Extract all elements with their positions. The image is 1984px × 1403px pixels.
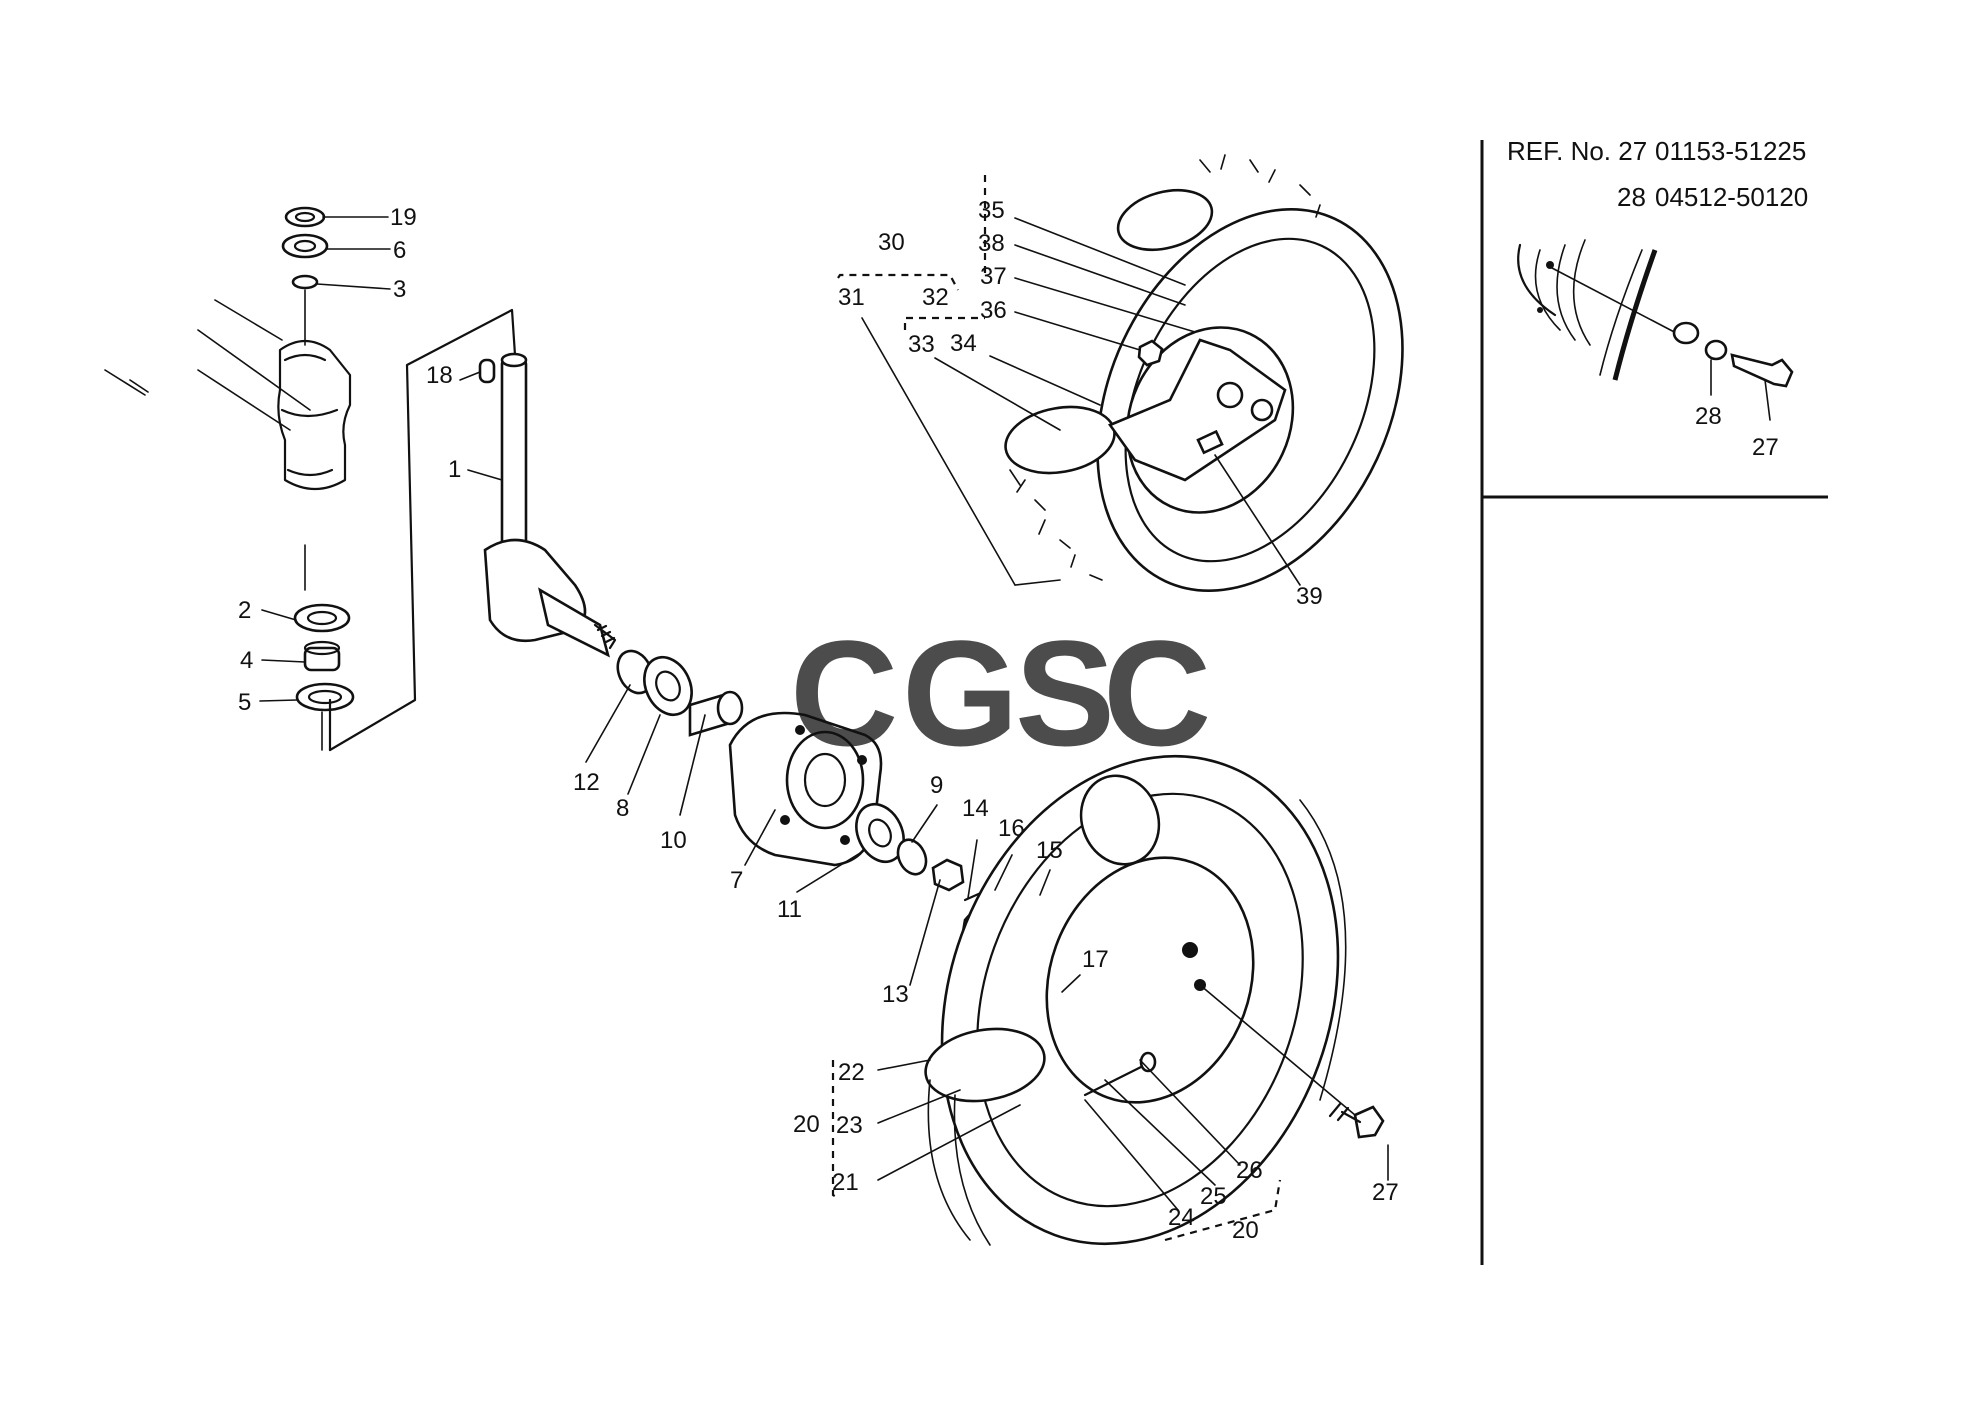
callout-12: 12 bbox=[573, 769, 600, 796]
part-36-bolt bbox=[1137, 339, 1164, 367]
part-5-seal bbox=[295, 682, 355, 712]
callout-21: 21 bbox=[832, 1169, 859, 1196]
callout-20-left: 20 bbox=[793, 1111, 820, 1138]
callout-11: 11 bbox=[777, 896, 802, 923]
callout-30: 30 bbox=[878, 229, 905, 256]
ref-inset-drawing bbox=[1517, 239, 1794, 421]
callout-14: 14 bbox=[962, 795, 989, 822]
part-24-valve bbox=[1083, 1063, 1147, 1097]
callout-22: 22 bbox=[838, 1059, 865, 1086]
watermark-letter-2: G bbox=[902, 609, 1019, 777]
callout-16: 16 bbox=[998, 815, 1025, 842]
callout-2: 2 bbox=[238, 597, 251, 624]
ref-line1-prefix: REF. No. 27 bbox=[1507, 136, 1647, 166]
callout-labels: 19 6 3 18 1 2 4 5 12 8 10 7 11 9 13 14 1… bbox=[238, 197, 1399, 1244]
part-11-bearing bbox=[855, 802, 905, 864]
callout-25: 25 bbox=[1200, 1183, 1227, 1210]
ref-line2-code: 04512-50120 bbox=[1655, 182, 1808, 212]
callout-24: 24 bbox=[1168, 1204, 1195, 1231]
callout-39: 39 bbox=[1296, 583, 1323, 610]
ref-line2-prefix: 28 bbox=[1617, 182, 1646, 212]
upper-wheel bbox=[1004, 154, 1404, 592]
part-27-bolt bbox=[1353, 1105, 1385, 1139]
callout-37: 37 bbox=[980, 263, 1007, 290]
part-8-bearing bbox=[643, 655, 693, 717]
callout-1: 1 bbox=[448, 456, 461, 483]
ref-lock-washer bbox=[1704, 339, 1728, 361]
part-13-nut bbox=[931, 858, 965, 892]
lower-wheel bbox=[924, 754, 1347, 1246]
callout-8: 8 bbox=[616, 795, 629, 822]
callout-36: 36 bbox=[980, 297, 1007, 324]
callout-9: 9 bbox=[930, 772, 943, 799]
callout-23: 23 bbox=[836, 1112, 863, 1139]
callout-5: 5 bbox=[238, 689, 251, 716]
part-6-bearing bbox=[281, 233, 329, 259]
part-1-spindle bbox=[483, 352, 617, 658]
ref-callout-28: 28 bbox=[1695, 403, 1722, 430]
watermark-logo: C G S C bbox=[790, 609, 1211, 777]
callout-31: 31 bbox=[838, 284, 865, 311]
callout-26: 26 bbox=[1236, 1157, 1263, 1184]
callout-34: 34 bbox=[950, 330, 977, 357]
watermark-letter-3: S bbox=[1015, 609, 1115, 777]
ref-bolt bbox=[1730, 353, 1794, 388]
callout-20-right: 20 bbox=[1232, 1217, 1259, 1244]
callout-27: 27 bbox=[1372, 1179, 1399, 1206]
part-3-seal bbox=[291, 274, 319, 290]
part-9-washer bbox=[896, 838, 928, 876]
part-39-valve bbox=[1196, 429, 1224, 455]
callout-7: 7 bbox=[730, 867, 743, 894]
callout-38: 38 bbox=[978, 230, 1005, 257]
callout-6: 6 bbox=[393, 237, 406, 264]
leader-lines bbox=[259, 216, 1389, 1211]
callout-4: 4 bbox=[240, 647, 253, 674]
ref-washer bbox=[1672, 321, 1700, 345]
callout-35: 35 bbox=[978, 197, 1005, 224]
callout-18: 18 bbox=[426, 362, 453, 389]
part-2-bearing bbox=[293, 603, 351, 633]
callout-19: 19 bbox=[390, 204, 417, 231]
watermark-letter-1: C bbox=[790, 609, 898, 777]
part-19-washer bbox=[284, 206, 326, 228]
ref-callout-27: 27 bbox=[1752, 434, 1779, 461]
part-18-pin bbox=[478, 358, 496, 384]
callout-3: 3 bbox=[393, 276, 406, 303]
callout-10: 10 bbox=[660, 827, 687, 854]
watermark-letter-4: C bbox=[1103, 609, 1211, 777]
callout-33: 33 bbox=[908, 331, 935, 358]
callout-15: 15 bbox=[1036, 837, 1063, 864]
kingpin-assembly bbox=[104, 206, 355, 751]
reference-box: REF. No. 27 01153-51225 28 04512-50120 2… bbox=[1507, 136, 1808, 461]
callout-17: 17 bbox=[1082, 946, 1109, 973]
ref-line1-code: 01153-51225 bbox=[1655, 136, 1806, 166]
callout-13: 13 bbox=[882, 981, 909, 1008]
callout-32: 32 bbox=[922, 284, 949, 311]
